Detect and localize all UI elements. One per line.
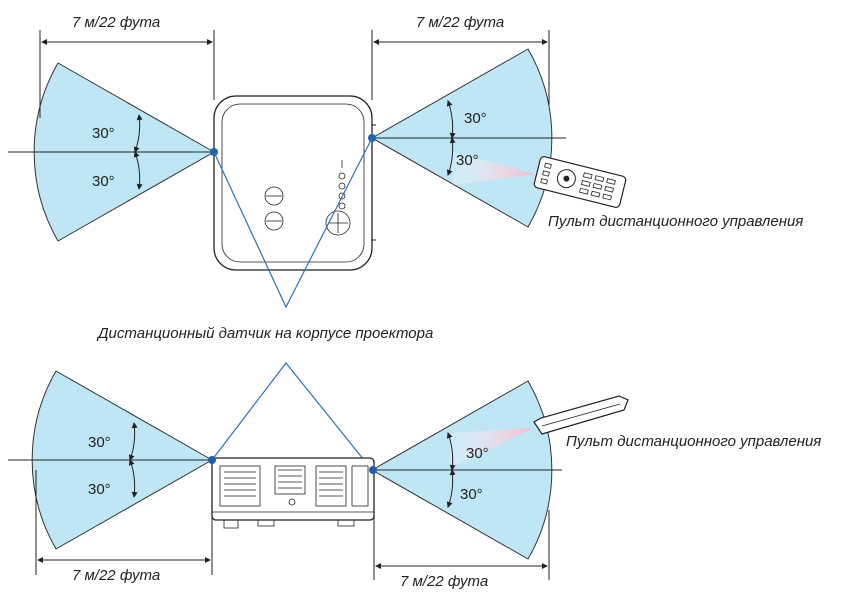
side-left-angle-arc-up xyxy=(128,422,138,461)
side-right-angle-up-label: 30° xyxy=(466,445,489,462)
side-remote-label: Пульт дистанционного управления xyxy=(566,433,821,450)
side-left-sensor-dot xyxy=(208,456,216,464)
side-left-distance-label: 7 м/22 фута xyxy=(72,567,160,584)
top-left-distance-label: 7 м/22 фута xyxy=(72,14,160,31)
sensor-pointer-lines xyxy=(211,137,373,471)
side-left-angle-down-label: 30° xyxy=(88,481,111,498)
top-view: 30° 30° 7 м/22 фута 30° 30° 7 м/22 фута xyxy=(8,14,803,271)
top-right-distance-label: 7 м/22 фута xyxy=(416,14,504,31)
top-right-angle-down-label: 30° xyxy=(456,152,479,169)
top-right-angle-arc-up xyxy=(446,100,456,139)
top-right-angle-up-label: 30° xyxy=(464,110,487,127)
top-left-angle-arc-up xyxy=(133,114,143,153)
side-left-angle-arc-down xyxy=(128,459,138,498)
remote-top-icon xyxy=(533,156,627,208)
side-right-signal-beam xyxy=(450,428,533,468)
sensor-caption: Дистанционный датчик на корпусе проектор… xyxy=(96,325,433,342)
projector-side-view xyxy=(211,457,375,529)
top-remote-label: Пульт дистанционного управления xyxy=(548,213,803,230)
side-right-distance-label: 7 м/22 фута xyxy=(400,573,488,590)
side-right-sensor-dot xyxy=(369,466,377,474)
top-right-signal-beam xyxy=(452,152,535,185)
remote-side-icon xyxy=(533,395,629,435)
side-right-angle-down-label: 30° xyxy=(460,486,483,503)
side-left-angle-up-label: 30° xyxy=(88,434,111,451)
top-left-angle-arc-down xyxy=(133,151,143,190)
side-right-angle-arc-down xyxy=(446,469,456,508)
side-view: 30° 30° 7 м/22 фута 30° 30° 7 м/22 фута xyxy=(8,370,821,590)
side-right-angle-arc-up xyxy=(446,432,456,471)
top-left-angle-down-label: 30° xyxy=(92,173,115,190)
top-right-angle-arc-down xyxy=(446,137,456,176)
projector-top-view xyxy=(213,95,376,271)
top-left-angle-up-label: 30° xyxy=(92,125,115,142)
